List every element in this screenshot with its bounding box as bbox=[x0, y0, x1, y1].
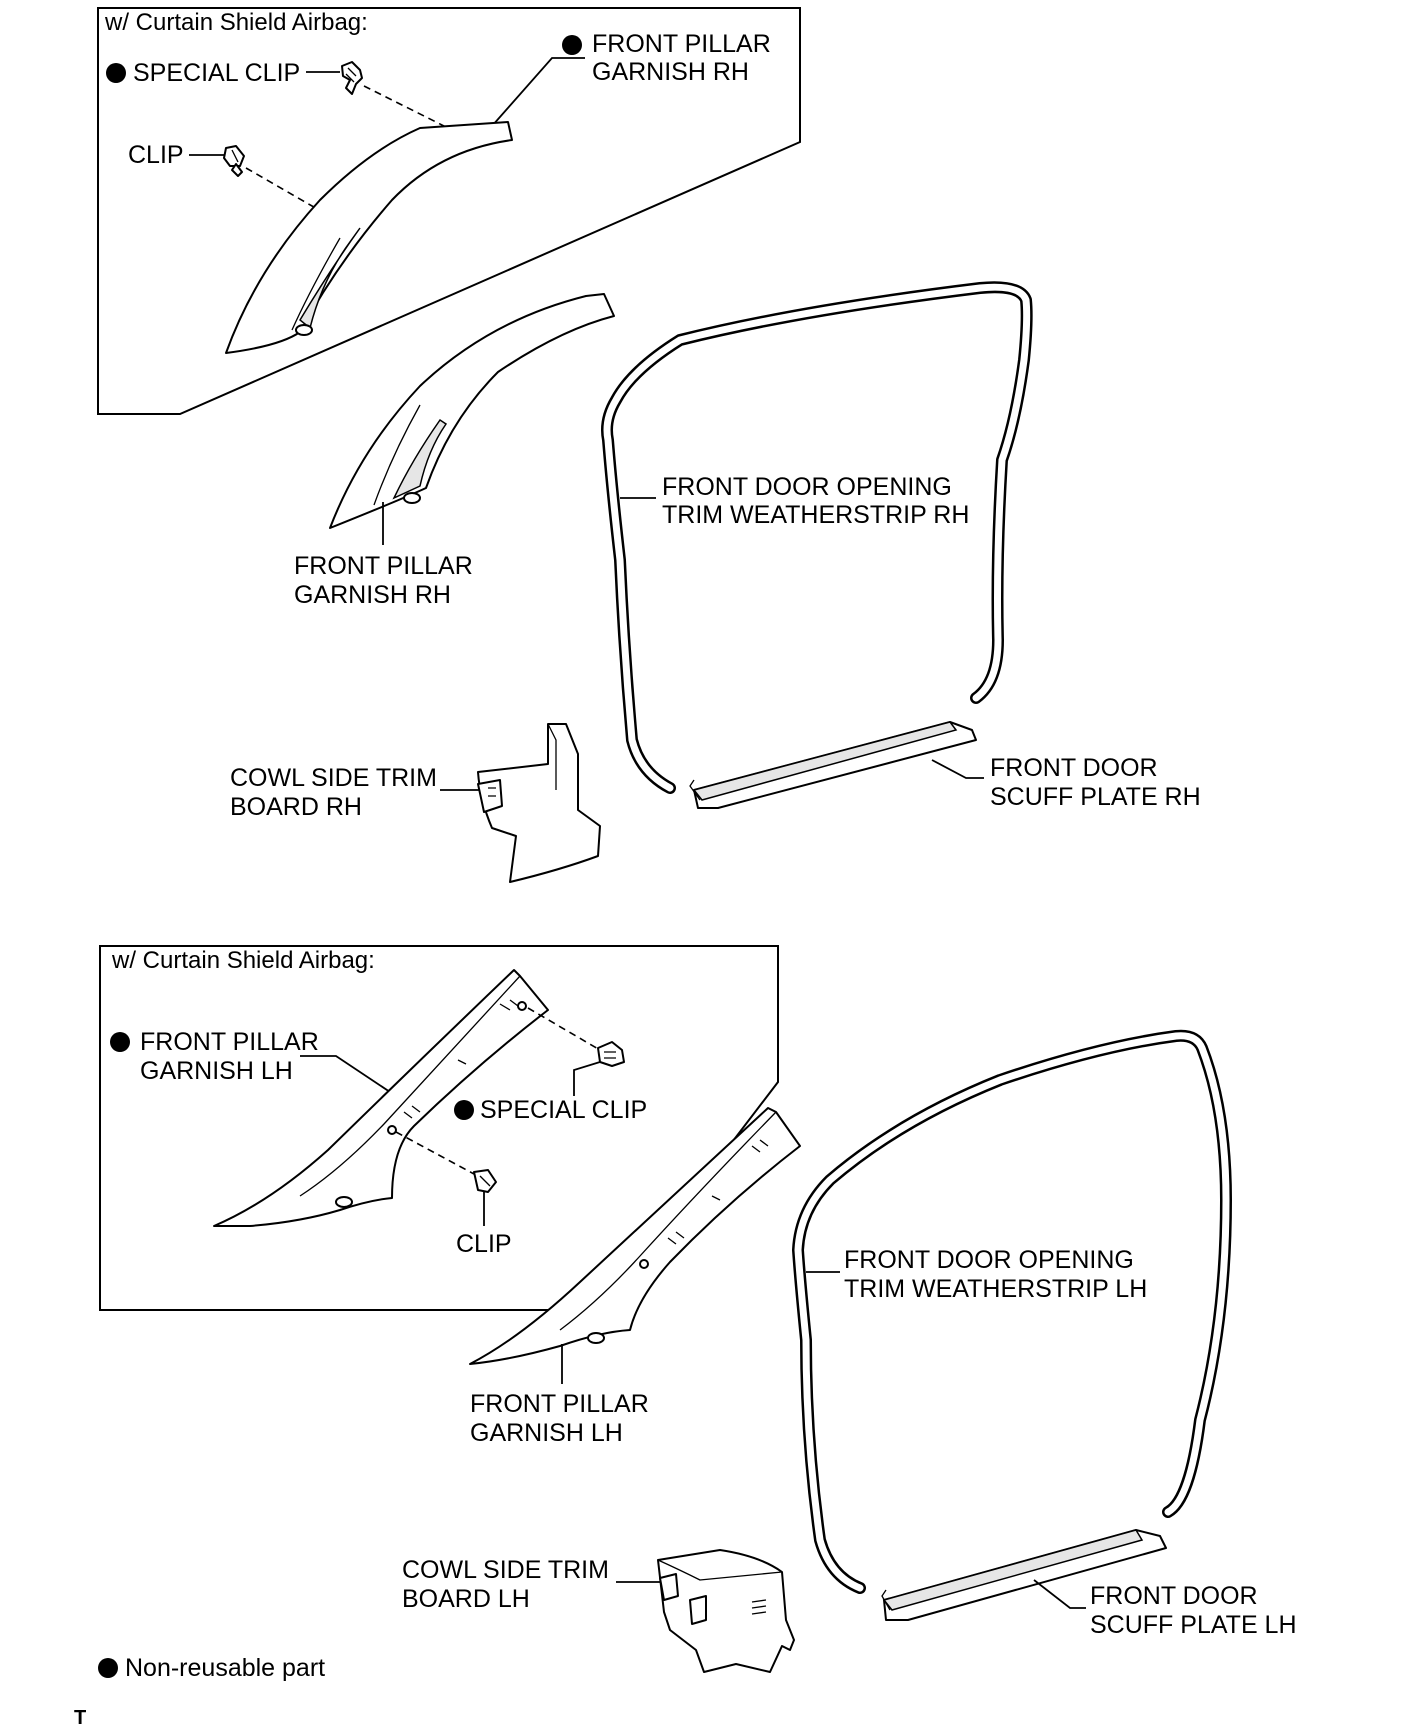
leader-line bbox=[1033, 1579, 1086, 1609]
rh-scuff-plate-part bbox=[689, 721, 977, 809]
leader-line bbox=[573, 1061, 601, 1096]
rh-inset-clip-label: CLIP bbox=[128, 141, 184, 169]
rh-weatherstrip-part bbox=[601, 281, 1033, 794]
clip-part bbox=[223, 145, 245, 177]
rh-main: FRONT PILLAR GARNISH RH FRONT DOOR OPENI… bbox=[230, 281, 1201, 883]
leader-line bbox=[300, 1055, 397, 1097]
rh-pillar-garnish-part bbox=[329, 293, 615, 529]
lh-main: FRONT PILLAR GARNISH LH FRONT DOOR OPENI… bbox=[402, 1029, 1297, 1673]
rh-inset-frame bbox=[97, 7, 801, 415]
non-reusable-marker-icon bbox=[110, 1032, 130, 1052]
non-reusable-marker-icon bbox=[454, 1100, 474, 1120]
lh-inset: w/ Curtain Shield Airbag: FRONT PILLAR G… bbox=[99, 945, 779, 1311]
lh-weatherstrip-label-2: TRIM WEATHERSTRIP LH bbox=[844, 1275, 1147, 1303]
lh-cowl-label-2: BOARD LH bbox=[402, 1585, 530, 1613]
lh-weatherstrip-label-1: FRONT DOOR OPENING bbox=[844, 1246, 1134, 1274]
rh-cowl-label-1: COWL SIDE TRIM bbox=[230, 764, 437, 792]
lh-cowl-label-1: COWL SIDE TRIM bbox=[402, 1556, 609, 1584]
rh-cowl-trim-part bbox=[477, 723, 601, 883]
rh-weatherstrip-label-2: TRIM WEATHERSTRIP RH bbox=[662, 501, 969, 529]
rh-inset-special-clip-label: SPECIAL CLIP bbox=[133, 59, 300, 87]
legend: Non-reusable part bbox=[98, 1654, 325, 1682]
rh-inset-pillar-garnish-label-2: GARNISH RH bbox=[592, 58, 749, 86]
rh-inset-pillar-garnish-label-1: FRONT PILLAR bbox=[592, 30, 771, 58]
lh-inset-pillar-garnish-label-2: GARNISH LH bbox=[140, 1057, 293, 1085]
clip-dashed-line bbox=[395, 1131, 475, 1175]
rh-inset: w/ Curtain Shield Airbag: SPECIAL CLIP F… bbox=[97, 7, 801, 415]
lh-inset-clip-label: CLIP bbox=[456, 1230, 512, 1258]
clip-part bbox=[473, 1169, 497, 1193]
lh-scuff-label-2: SCUFF PLATE LH bbox=[1090, 1611, 1297, 1639]
leader-line bbox=[931, 759, 984, 779]
lh-inset-special-clip-label: SPECIAL CLIP bbox=[480, 1096, 647, 1124]
clip-dashed-line bbox=[363, 85, 453, 131]
non-reusable-marker-icon bbox=[106, 63, 126, 83]
special-clip-part bbox=[341, 61, 363, 95]
rh-inset-title: w/ Curtain Shield Airbag: bbox=[104, 9, 368, 36]
legend-non-reusable-label: Non-reusable part bbox=[125, 1654, 325, 1682]
special-clip-part bbox=[597, 1041, 625, 1067]
rh-weatherstrip-label-1: FRONT DOOR OPENING bbox=[662, 473, 952, 501]
lh-pillar-garnish-label-2: GARNISH LH bbox=[470, 1419, 623, 1447]
clip-dashed-line bbox=[245, 167, 327, 215]
clip-dashed-line bbox=[527, 1007, 601, 1051]
rh-pillar-garnish-label-2: GARNISH RH bbox=[294, 581, 451, 609]
lh-scuff-plate-part bbox=[881, 1529, 1167, 1621]
lh-inset-title: w/ Curtain Shield Airbag: bbox=[111, 947, 375, 974]
lh-inset-pillar-garnish-label-1: FRONT PILLAR bbox=[140, 1028, 319, 1056]
rh-inset-pillar-garnish-part bbox=[225, 121, 513, 354]
lh-inset-pillar-garnish-part bbox=[213, 969, 549, 1227]
rh-cowl-label-2: BOARD RH bbox=[230, 793, 362, 821]
non-reusable-marker-icon bbox=[98, 1658, 118, 1678]
leader-line bbox=[491, 57, 585, 127]
rh-pillar-garnish-label-1: FRONT PILLAR bbox=[294, 552, 473, 580]
lh-weatherstrip-part bbox=[792, 1029, 1232, 1594]
non-reusable-marker-icon bbox=[562, 35, 582, 55]
lh-pillar-garnish-part bbox=[469, 1107, 801, 1365]
illustration-code: T bbox=[74, 1707, 86, 1729]
lh-pillar-garnish-label-1: FRONT PILLAR bbox=[470, 1390, 649, 1418]
lh-cowl-trim-part bbox=[657, 1549, 795, 1673]
rh-scuff-label-2: SCUFF PLATE RH bbox=[990, 783, 1201, 811]
rh-scuff-label-1: FRONT DOOR bbox=[990, 754, 1158, 782]
lh-scuff-label-1: FRONT DOOR bbox=[1090, 1582, 1258, 1610]
